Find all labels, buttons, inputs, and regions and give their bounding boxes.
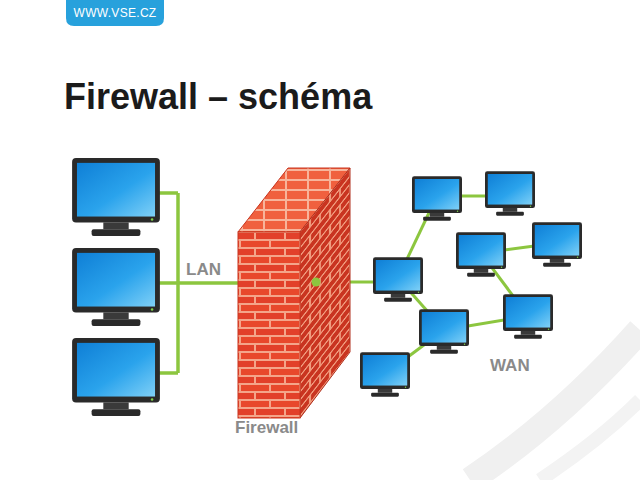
wan-wires <box>316 196 557 374</box>
device-label: Firewall <box>235 418 298 438</box>
computer <box>72 158 160 236</box>
wan-computers <box>360 171 582 396</box>
lan-computers <box>72 158 160 416</box>
logo-tab <box>66 0 164 26</box>
network-label: WAN <box>490 356 530 376</box>
connection-dot <box>312 278 321 287</box>
computer <box>532 222 582 266</box>
computer <box>419 309 469 353</box>
computer <box>412 176 462 220</box>
computer <box>456 232 506 276</box>
logo-text: WWW.VSE.CZ <box>74 6 157 20</box>
firewall-wall <box>238 168 350 418</box>
computer <box>72 248 160 326</box>
computer <box>485 171 535 215</box>
slide-title: Firewall – schéma <box>64 76 372 118</box>
background-curve <box>470 330 640 480</box>
lan-wires <box>158 193 240 373</box>
background-curve <box>540 400 640 480</box>
network-label: LAN <box>186 260 221 280</box>
computer <box>503 294 553 338</box>
computer <box>360 352 410 396</box>
computer <box>72 338 160 416</box>
computer <box>373 257 423 301</box>
